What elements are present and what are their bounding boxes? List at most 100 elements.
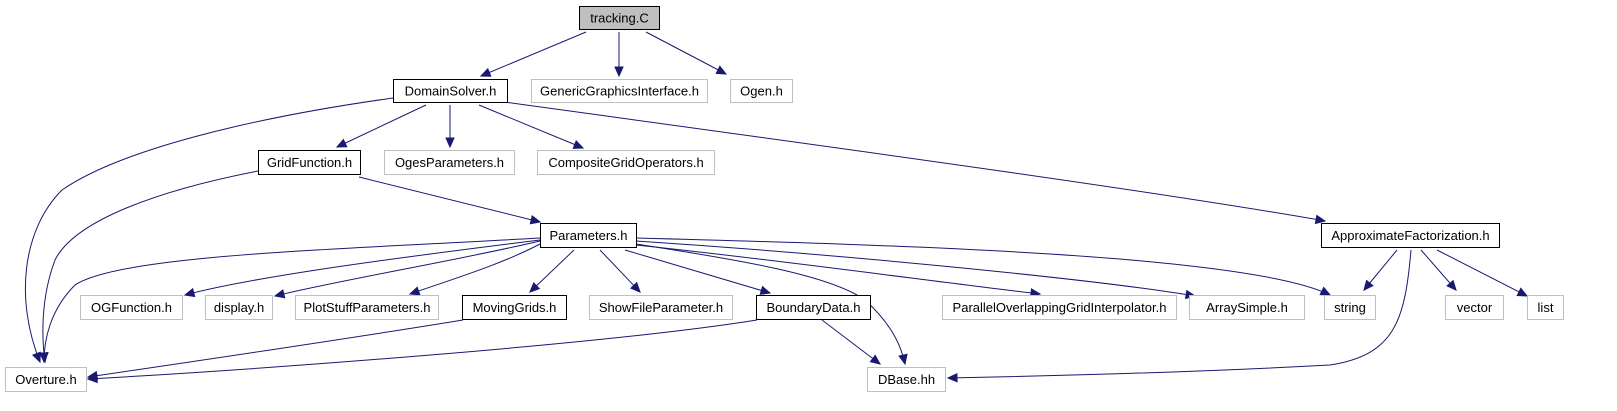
node-tracking[interactable]: tracking.C (579, 6, 660, 30)
node-box (1321, 223, 1500, 248)
node-showfile: ShowFileParameter.h (589, 295, 733, 320)
edge-gridfunction-to-parameters (358, 176, 542, 225)
node-label: CompositeGridOperators.h (548, 155, 703, 170)
edge-line (624, 249, 771, 294)
edge-parameters-to-display (273, 240, 541, 299)
edge-arrowhead (445, 137, 455, 149)
edge-arrowhead (572, 139, 585, 149)
node-string: string (1324, 295, 1376, 320)
edge-line (42, 170, 259, 363)
node-label: DBase.hh (878, 372, 935, 387)
edge-line (635, 244, 1041, 295)
edge-parameters-to-movinggrids (529, 249, 575, 293)
edge-arrowhead (629, 281, 641, 293)
nodes-layer: tracking.C DomainSolver.h GenericGraphicsI… (5, 6, 1564, 392)
node-label: GridFunction.h (267, 155, 352, 170)
node-box (393, 79, 508, 103)
edge-parameters-to-plotstuff (408, 243, 541, 296)
edge-boundarydata-to-dbase (821, 319, 881, 365)
node-label: OGFunction.h (91, 300, 172, 315)
edge-parameters-to-ogfunction (183, 239, 541, 298)
node-box (1189, 295, 1305, 320)
node-box (1445, 295, 1504, 320)
node-box (537, 150, 715, 175)
node-dbase: DBase.hh (867, 367, 946, 392)
edges-layer (25, 31, 1529, 384)
node-display: display.h (205, 295, 273, 320)
edge-arrowhead (759, 285, 772, 295)
edge-arrowhead (39, 352, 49, 364)
edge-arrowhead (715, 65, 728, 75)
edge-line (87, 319, 758, 380)
node-box (942, 295, 1177, 320)
edge-line (409, 243, 541, 295)
edge-line (25, 97, 394, 363)
node-box (867, 367, 946, 392)
node-genericgraphics: GenericGraphicsInterface.h (531, 79, 708, 103)
edge-line (947, 249, 1412, 379)
node-label: Overture.h (15, 372, 76, 387)
edge-domainsolver-to-ogesparams (445, 105, 455, 149)
edge-line (274, 240, 541, 297)
node-box (531, 79, 708, 103)
edge-arrowhead (946, 373, 958, 383)
edge-line (87, 319, 464, 378)
node-label: Parameters.h (549, 228, 627, 243)
node-box (80, 295, 183, 320)
edge-line (478, 104, 584, 149)
node-movinggrids[interactable]: MovingGrids.h (462, 295, 567, 320)
edge-approxfact-to-list (1436, 249, 1529, 297)
node-domainsolver[interactable]: DomainSolver.h (393, 79, 508, 103)
node-box (589, 295, 733, 320)
edge-arrowhead (1319, 286, 1332, 296)
edge-boundarydata-to-overture (86, 319, 758, 384)
node-box (579, 6, 660, 30)
edge-line (599, 249, 641, 293)
edge-line (503, 101, 1326, 222)
edge-line (635, 240, 1196, 297)
node-label: DomainSolver.h (405, 84, 497, 99)
edge-line (635, 237, 1331, 296)
edge-arrowhead (529, 282, 541, 293)
edge-parameters-to-overture (39, 237, 541, 364)
node-label: ShowFileParameter.h (599, 300, 723, 315)
node-boundarydata[interactable]: BoundaryData.h (756, 295, 871, 320)
node-box (384, 150, 515, 175)
edge-arrowhead (1516, 287, 1529, 297)
edge-line (43, 237, 541, 363)
edge-parameters-to-boundarydata (624, 249, 772, 295)
edge-tracking-to-domainsolver (479, 31, 587, 77)
edge-line (645, 31, 727, 75)
node-label: ParallelOverlappingGridInterpolator.h (953, 300, 1167, 315)
node-label: ArraySimple.h (1206, 300, 1288, 315)
edge-line (358, 176, 541, 223)
node-arraysimple: ArraySimple.h (1189, 295, 1305, 320)
edge-parameters-to-string (635, 237, 1332, 296)
node-plotstuff: PlotStuffParameters.h (295, 295, 439, 320)
node-box (1527, 295, 1564, 320)
node-label: GenericGraphicsInterface.h (540, 84, 699, 99)
node-box (756, 295, 871, 320)
edge-domainsolver-to-compositegridops (478, 104, 585, 149)
edge-arrowhead (273, 289, 286, 299)
edge-arrowhead (1314, 214, 1327, 225)
node-box (258, 150, 361, 175)
edge-gridfunction-to-overture (38, 170, 259, 364)
edge-approxfact-to-string (1363, 249, 1398, 291)
node-overture: Overture.h (5, 367, 87, 392)
node-gridfunction[interactable]: GridFunction.h (258, 150, 361, 175)
edge-arrowhead (408, 286, 421, 296)
edge-tracking-to-genericgraphics (614, 32, 624, 78)
edge-arrowhead (183, 287, 196, 298)
node-approxfact[interactable]: ApproximateFactorization.h (1321, 223, 1500, 248)
node-label: ApproximateFactorization.h (1331, 228, 1489, 243)
edge-arrowhead (479, 67, 492, 77)
edge-line (480, 31, 587, 77)
node-box (540, 223, 637, 248)
edge-arrowhead (31, 351, 41, 364)
edge-line (336, 104, 427, 148)
edge-arrowhead (86, 373, 98, 384)
edge-tracking-to-ogen (645, 31, 728, 75)
node-parameters[interactable]: Parameters.h (540, 223, 637, 248)
edge-line (1436, 249, 1528, 297)
